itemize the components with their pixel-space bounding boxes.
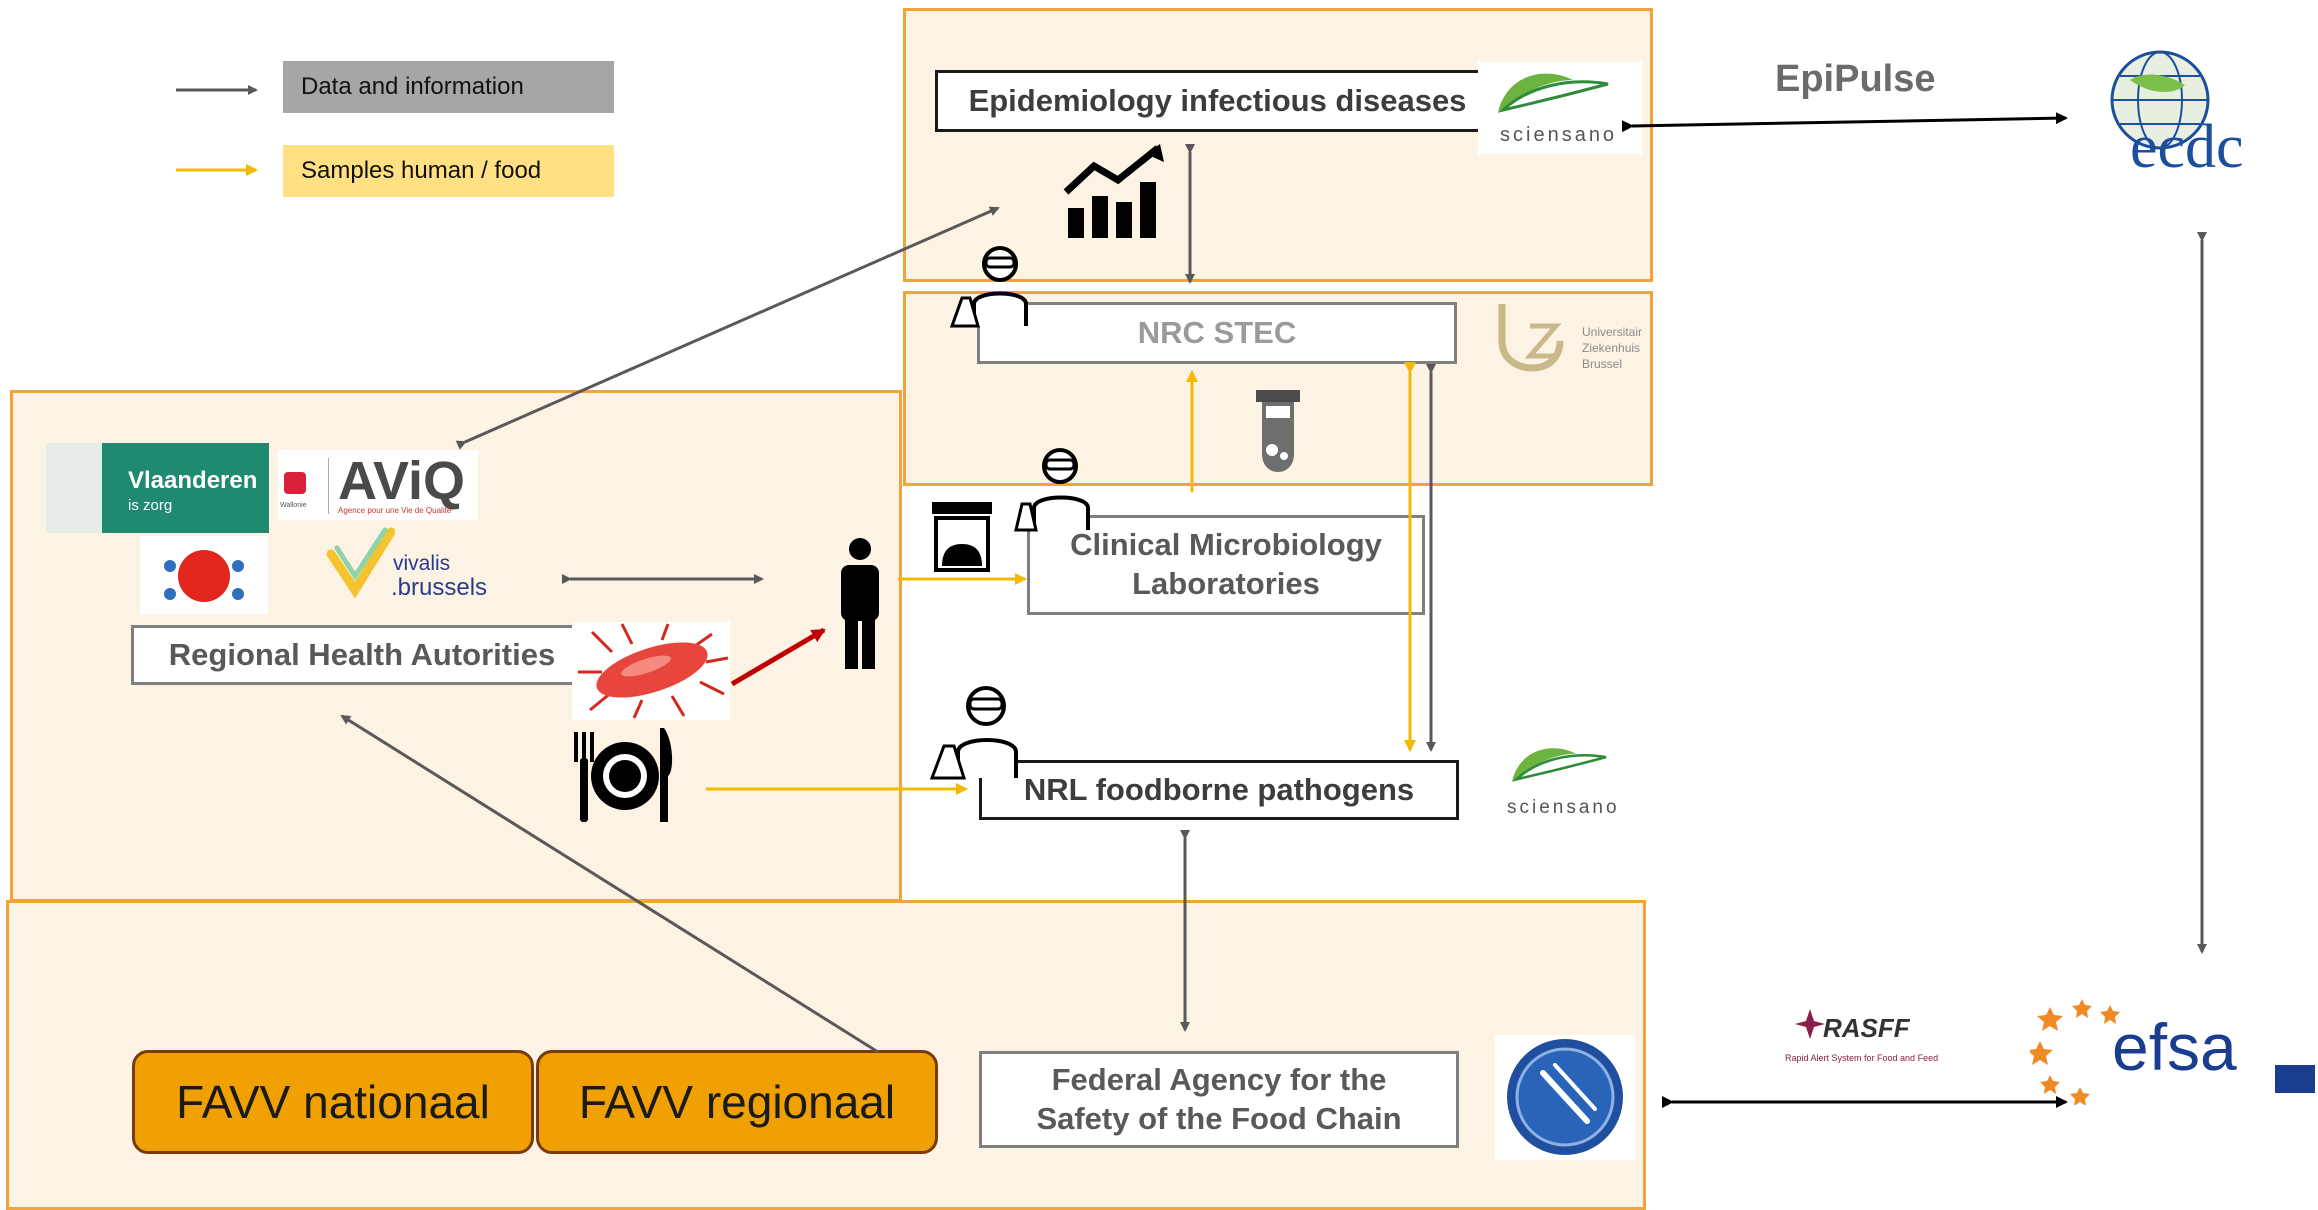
sciensano-text-top: sciensano [1500, 124, 1618, 146]
vivalis-text-line2: .brussels [391, 574, 488, 601]
regional-health-box: Regional Health Autorities [131, 625, 593, 685]
favv-regionaal-label: FAVV regionaal [578, 1076, 896, 1128]
vlaanderen-logo: Vlaanderen is zorg [46, 443, 269, 533]
epipulse-label: EpiPulse [1775, 58, 1936, 100]
legend-samples-swatch: Samples human / food [283, 145, 614, 197]
globe-icon [2110, 50, 2210, 150]
brussels-lion-icon [164, 550, 244, 602]
ecdc-text: ecdc [2130, 113, 2244, 181]
test-tube-icon [1250, 388, 1306, 476]
epidemiology-box: Epidemiology infectious diseases [935, 70, 1500, 132]
legend-samples-label: Samples human / food [301, 157, 542, 184]
aviq-divider [328, 458, 329, 514]
scientist-icon [1014, 444, 1104, 532]
nrc-stec-box: NRC STEC [977, 302, 1457, 364]
clinical-labs-box: Clinical Microbiology Laboratories [1027, 515, 1425, 615]
rasff-text: RASFF [1823, 1013, 1910, 1043]
vlaanderen-text-line2: is zorg [128, 497, 173, 514]
regional-health-label: Regional Health Autorities [168, 636, 556, 672]
favv-nationaal-box: FAVV nationaal [132, 1050, 534, 1154]
vivalis-text-line1: vivalis [393, 552, 451, 575]
food-safety-seal-icon [1507, 1039, 1623, 1155]
uz-text-line2: Ziekenhuis [1582, 341, 1641, 356]
sciensano-leaf-icon [1497, 73, 1609, 113]
arrow-favv-regional [340, 714, 879, 1054]
bacteria-icon [572, 622, 730, 720]
person-icon [833, 537, 887, 669]
federal-agency-label-line1: Federal Agency for the [1051, 1061, 1387, 1097]
eu-flag-icon [2275, 1065, 2315, 1093]
arrow-bacteria-person [730, 627, 826, 687]
sciensano-logo-nrl: sciensano [1495, 735, 1635, 825]
vivalis-logo: vivalis .brussels [325, 524, 535, 602]
uz-brussel-logo: Universitair Ziekenhuis Brussel [1490, 296, 1665, 376]
rasff-subtext: Rapid Alert System for Food and Feed [1785, 1053, 1939, 1063]
chart-icon [1060, 144, 1172, 240]
sciensano-leaf-icon [1511, 748, 1607, 782]
ecdc-logo: ecdc [2090, 40, 2290, 181]
aviq-logo: Wallonie AViQ Agence pour une Vie de Qua… [278, 450, 478, 520]
vivalis-check-icon [326, 527, 396, 599]
favv-nationaal-label: FAVV nationaal [176, 1076, 490, 1128]
nrl-label: NRL foodborne pathogens [1023, 771, 1415, 807]
uz-logo-icon [1498, 304, 1564, 372]
stool-sample-icon [928, 500, 996, 572]
favv-regionaal-box: FAVV regionaal [536, 1050, 938, 1154]
sciensano-text-nrl: sciensano [1507, 797, 1620, 818]
legend-data-swatch: Data and information [283, 61, 614, 113]
arrow-regional-epidemiology [455, 206, 1000, 450]
rasff-logo: RASFF Rapid Alert System for Food and Fe… [1775, 1005, 1939, 1065]
wallonie-text: Wallonie [280, 502, 307, 509]
brussels-region-logo [140, 536, 268, 614]
uz-text-line1: Universitair [1582, 325, 1643, 339]
vlaanderen-text-line1: Vlaanderen [128, 467, 258, 494]
nrc-stec-label: NRC STEC [1137, 314, 1297, 350]
federal-agency-box: Federal Agency for the Safety of the Foo… [979, 1051, 1459, 1148]
aviq-text: AViQ [338, 451, 466, 511]
arrow-epidemiology-ecdc [1621, 112, 2068, 133]
sciensano-logo-top: sciensano [1478, 62, 1642, 154]
efsa-stars-icon [2027, 999, 2120, 1106]
uz-text-line3: Brussel [1582, 357, 1623, 372]
uz-text: Universitair Ziekenhuis Brussel [1582, 324, 1642, 373]
rasff-star-icon [1795, 1009, 1825, 1039]
aviq-subtext: Agence pour une Vie de Qualité [338, 506, 452, 515]
federal-agency-label-line2: Safety of the Food Chain [1036, 1100, 1402, 1136]
plate-cutlery-icon [570, 722, 680, 826]
clinical-labs-label-line1: Clinical Microbiology [1070, 527, 1382, 563]
clinical-labs-label-line2: Laboratories [1132, 566, 1320, 601]
nrl-box: NRL foodborne pathogens [979, 760, 1459, 820]
legend-data-label: Data and information [301, 73, 524, 100]
efsa-logo: efsa [2027, 995, 2315, 1106]
vlaanderen-lion-icon [46, 443, 102, 533]
scientist-icon [928, 680, 1028, 780]
epidemiology-label: Epidemiology infectious diseases [968, 82, 1467, 118]
food-safety-seal-logo [1495, 1035, 1635, 1160]
wallonie-rooster-icon [284, 472, 306, 494]
efsa-text: efsa [2112, 1010, 2237, 1084]
